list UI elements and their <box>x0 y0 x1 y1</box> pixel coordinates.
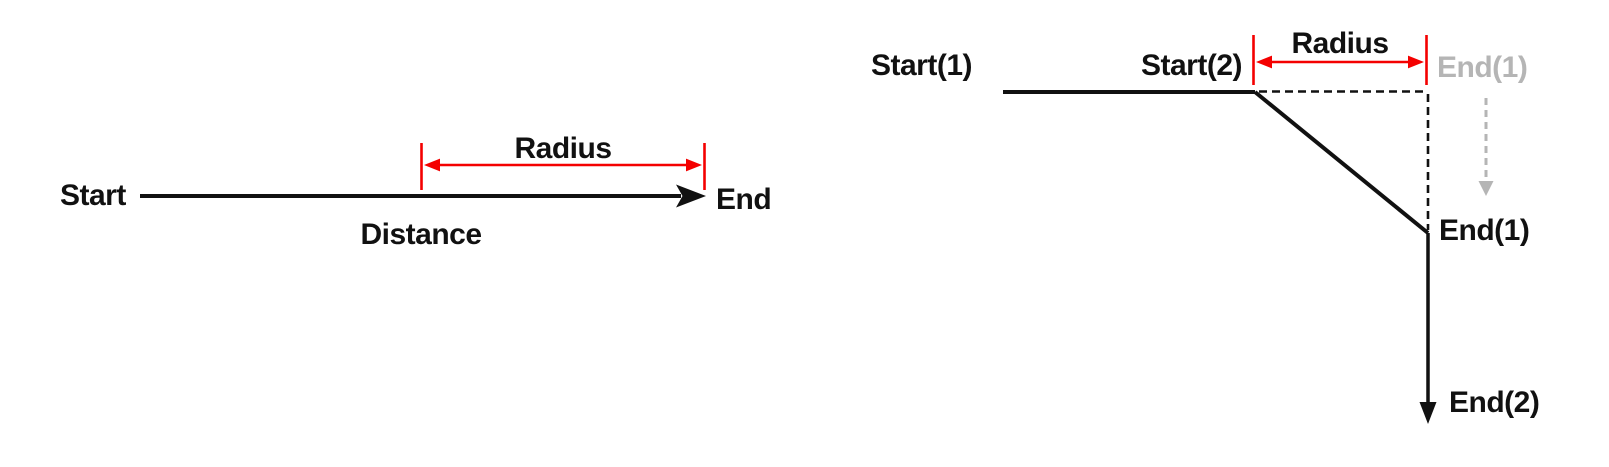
left-distance-figure <box>140 143 706 208</box>
ghost-drop-arrowhead-icon <box>1478 181 1494 196</box>
ghost-drop-arrow <box>1478 98 1494 196</box>
left-start-label: Start <box>60 179 126 212</box>
left-distance-label: Distance <box>360 218 482 251</box>
left-radius-dimension <box>420 143 706 190</box>
right-start1-label: Start(1) <box>871 49 973 82</box>
right-radius-arrowhead-right-icon <box>1408 55 1424 69</box>
right-diagonal-line <box>1253 90 1430 235</box>
right-end2-label: End(2) <box>1449 386 1540 419</box>
left-radius-label: Radius <box>514 132 612 165</box>
left-main-arrowhead-icon <box>676 184 706 208</box>
right-turn-figure <box>1003 35 1494 424</box>
left-end-label: End <box>716 183 772 216</box>
right-down-arrowhead-icon <box>1419 402 1437 424</box>
right-radius-label: Radius <box>1291 27 1389 60</box>
right-end1-label: End(1) <box>1439 214 1530 247</box>
right-end1-ghost-label: End(1) <box>1437 51 1528 84</box>
left-radius-arrowhead-right-icon <box>686 158 702 172</box>
left-radius-arrowhead-left-icon <box>424 158 440 172</box>
right-radius-arrowhead-left-icon <box>1256 55 1272 69</box>
right-start2-label: Start(2) <box>1141 49 1243 82</box>
right-radius-dimension <box>1252 35 1428 85</box>
